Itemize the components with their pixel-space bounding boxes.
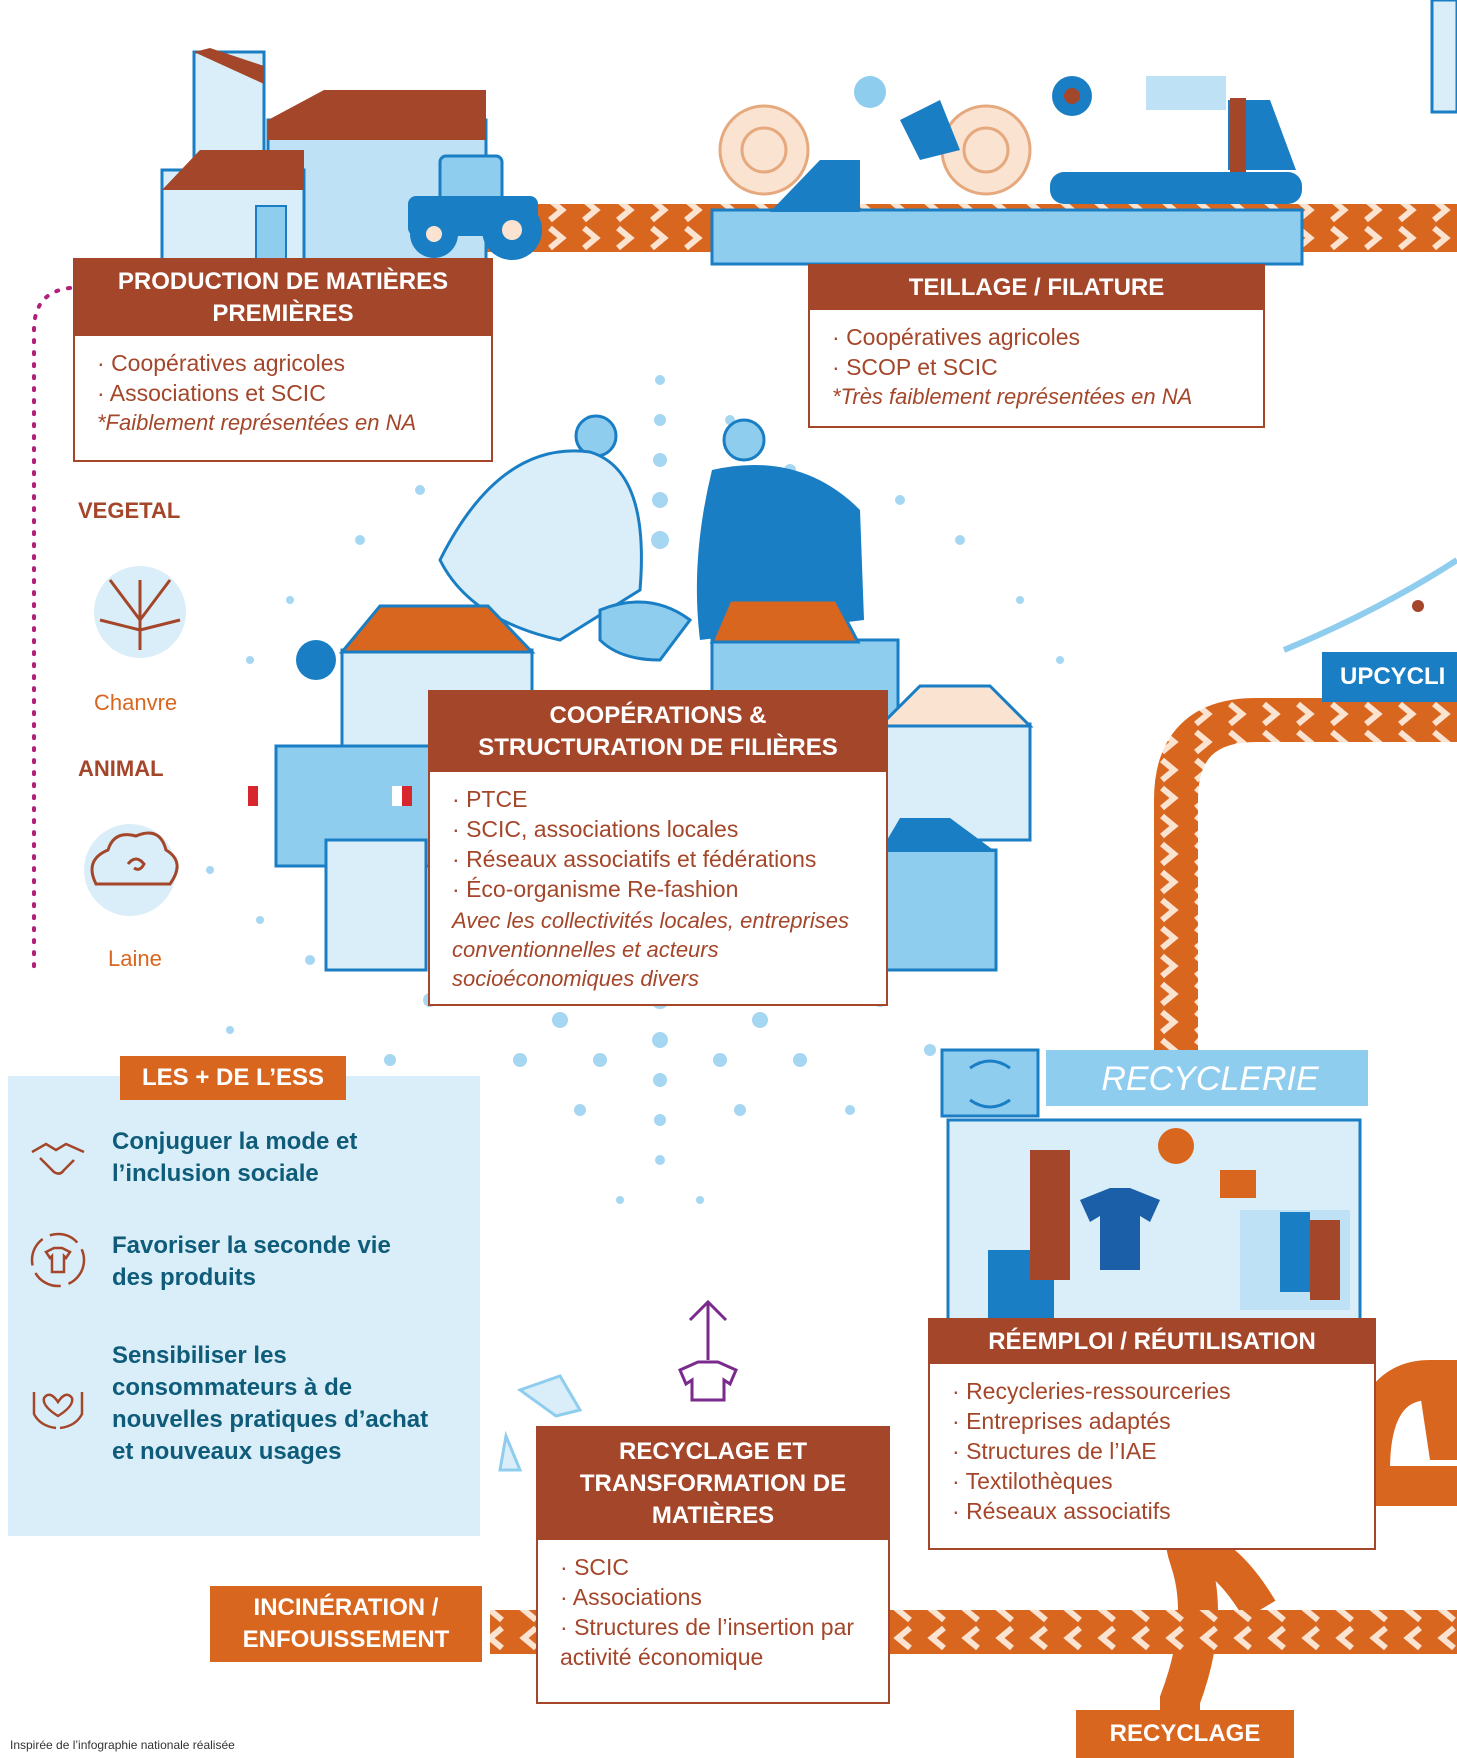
- list-item: SCIC: [560, 1552, 868, 1582]
- hemp-leaf-icon: [94, 566, 186, 658]
- list-item: Coopératives agricoles: [97, 348, 471, 378]
- recyclerie-shop-illustration: [940, 1048, 1368, 1332]
- cooperation-box: COOPÉRATIONS & STRUCTURATION DE FILIÈRES…: [428, 690, 888, 1006]
- ess-panel: LES + DE L’ESS Conjuguer la mode et l’in…: [8, 1056, 480, 1536]
- shirt-upload-icon: [678, 1299, 738, 1402]
- vegetal-label: VEGETAL: [78, 498, 181, 523]
- list-item: Entreprises adaptés: [952, 1406, 1354, 1436]
- list-item: SCIC, associations locales: [452, 814, 866, 844]
- list-item: SCOP et SCIC: [832, 352, 1243, 382]
- list-item: Recycleries-ressourceries: [952, 1376, 1354, 1406]
- recyclage-box: RECYCLAGE ET TRANSFORMATION DE MATIÈRES …: [536, 1426, 890, 1704]
- handshake-icon: [31, 1142, 85, 1175]
- material-dotted-line: [32, 286, 72, 974]
- credit-text: Inspirée de l’infographie nationale réal…: [10, 1738, 235, 1752]
- list-item: Associations et SCIC: [97, 378, 471, 408]
- list-item: Structures de l’IAE: [952, 1436, 1354, 1466]
- recyclage-list: SCIC Associations Structures de l’insert…: [538, 1540, 888, 1682]
- production-note: *Faiblement représentées en NA: [97, 410, 417, 435]
- scissors-icon: [1282, 557, 1457, 653]
- cooperation-list: PTCE SCIC, associations locales Réseaux …: [430, 772, 886, 906]
- cooperation-note: Avec les collectivités locales, entrepri…: [452, 908, 849, 991]
- list-item: Éco-organisme Re-fashion: [452, 874, 866, 904]
- production-list: Coopératives agricoles Associations et S…: [75, 336, 491, 418]
- list-item: Associations: [560, 1582, 868, 1612]
- production-box: PRODUCTION DE MATIÈRES PREMIÈRES Coopéra…: [73, 258, 493, 462]
- crate-illustration: [1418, 1360, 1457, 1460]
- recyclerie-sign: RECYCLERIE: [1101, 1060, 1319, 1098]
- teillage-box: TEILLAGE / FILATURE Coopératives agricol…: [808, 264, 1265, 428]
- laine-label: Laine: [108, 946, 162, 971]
- tractor-icon: [408, 154, 542, 260]
- cooperation-title: COOPÉRATIONS & STRUCTURATION DE FILIÈRES: [430, 692, 886, 772]
- production-title: PRODUCTION DE MATIÈRES PREMIÈRES: [75, 260, 491, 336]
- spinning-machine-illustration: [710, 76, 1304, 266]
- list-item: Textilothèques: [952, 1466, 1354, 1496]
- reemploi-list: Recycleries-ressourceries Entreprises ad…: [930, 1364, 1374, 1536]
- list-item: PTCE: [452, 784, 866, 814]
- reemploi-box: RÉEMPLOI / RÉUTILISATION Recycleries-res…: [928, 1318, 1376, 1550]
- incineration-label: INCINÉRATION / ENFOUISSEMENT: [210, 1586, 482, 1662]
- chanvre-label: Chanvre: [94, 690, 178, 715]
- recycle-arrows-icon: [969, 1059, 1011, 1109]
- list-item: Réseaux associatifs et fédérations: [452, 844, 866, 874]
- recycled-shirt-icon: [30, 1232, 86, 1288]
- handshake-figures-illustration: [438, 414, 864, 662]
- heart-hands-icon: [32, 1392, 84, 1430]
- recyclage-label: RECYCLAGE: [1076, 1710, 1294, 1758]
- ess-title: LES + DE L’ESS: [120, 1056, 346, 1100]
- reemploi-title: RÉEMPLOI / RÉUTILISATION: [930, 1320, 1374, 1364]
- animal-label: ANIMAL: [78, 756, 164, 781]
- ess-item-inclusion: Conjuguer la mode et l’inclusion sociale: [112, 1128, 358, 1187]
- recyclage-title: RECYCLAGE ET TRANSFORMATION DE MATIÈRES: [538, 1428, 888, 1540]
- teillage-note: *Très faiblement représentées en NA: [832, 384, 1193, 409]
- teillage-title: TEILLAGE / FILATURE: [810, 266, 1263, 310]
- upcycling-flow-arrow: [1154, 698, 1457, 1050]
- wool-cloud-icon: [84, 824, 179, 916]
- ess-item-sensibiliser: Sensibiliser les consommateurs à de nouv…: [112, 1342, 429, 1465]
- list-item: Réseaux associatifs: [952, 1496, 1354, 1526]
- list-item: Coopératives agricoles: [832, 322, 1243, 352]
- ess-item-seconde-vie: Favoriser la seconde vie des produits: [112, 1232, 391, 1291]
- list-item: Structures de l’insertion par activité é…: [560, 1612, 868, 1672]
- teillage-list: Coopératives agricoles SCOP et SCIC: [810, 310, 1263, 392]
- upcycling-label: UPCYCLI: [1322, 652, 1457, 702]
